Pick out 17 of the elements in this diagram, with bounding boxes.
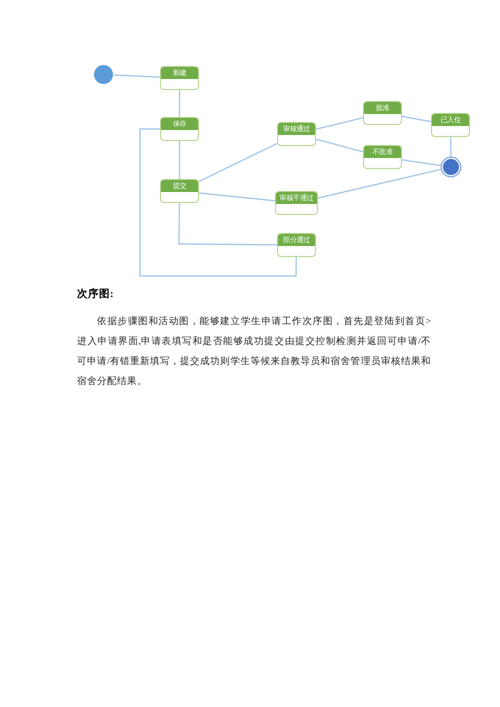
connector-line	[402, 116, 432, 122]
connector-line	[316, 138, 364, 152]
connector-line	[178, 203, 277, 246]
connector-line	[139, 128, 297, 277]
connector-line	[178, 141, 180, 179]
connector-line	[318, 168, 442, 199]
end-state-circle	[442, 158, 460, 176]
paragraph: 依据步骤图和活动图，能够建立学生申请工作次序图，首先是登陆到首页>进入申请界面,申请表填写和是否能够成功提交由提交控制检测并返回可申请/不可申请/有错重新填写，提交成功则学生等候来自教导员和宿舍管理员审核结果和宿舍分配结果。	[77, 315, 431, 389]
connector-line	[198, 192, 276, 202]
connector-line	[198, 142, 278, 182]
connector-line	[316, 117, 364, 130]
connector-line	[402, 159, 442, 166]
section-heading: 次序图:	[77, 287, 114, 301]
connector-line	[114, 74, 160, 78]
start-state-circle	[94, 65, 113, 84]
connector-line	[450, 137, 452, 157]
connector-line	[178, 90, 180, 117]
